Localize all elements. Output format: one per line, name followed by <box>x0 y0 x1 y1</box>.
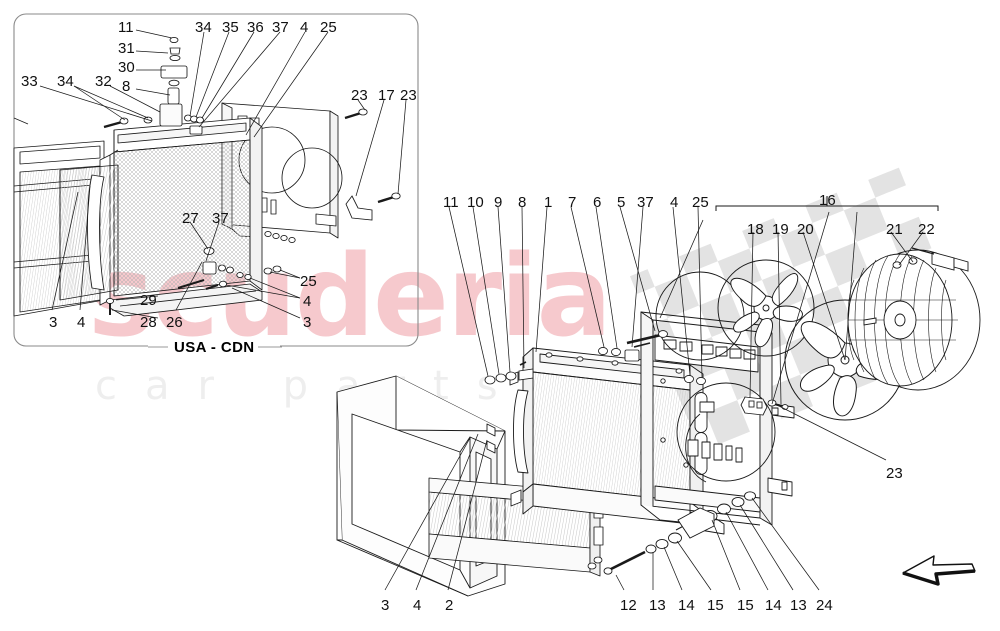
callout-main-10: 10 <box>467 194 484 211</box>
callout-11: 11 <box>118 19 134 36</box>
callout-main-5: 5 <box>617 194 626 211</box>
callout-main-37: 37 <box>637 194 654 211</box>
callout-main-22: 22 <box>918 221 935 238</box>
callout-main-7: 7 <box>568 194 577 211</box>
callout-34b: 34 <box>195 19 212 36</box>
callout-37a: 37 <box>272 19 289 36</box>
callout-main-3: 3 <box>381 597 390 614</box>
callout-main-6: 6 <box>593 194 602 211</box>
callout-main-4: 4 <box>670 194 679 211</box>
callout-32: 32 <box>95 73 112 90</box>
callout-main-2: 2 <box>445 597 454 614</box>
callout-3a: 3 <box>49 314 58 331</box>
callout-main-15b: 15 <box>737 597 754 614</box>
callout-main-8: 8 <box>518 194 527 211</box>
callout-main-23: 23 <box>886 465 903 482</box>
callout-main-18: 18 <box>747 221 764 238</box>
callout-8: 8 <box>122 78 131 95</box>
callout-23a: 23 <box>351 87 368 104</box>
callout-17: 17 <box>378 87 395 104</box>
callout-main-11: 11 <box>443 194 459 211</box>
callout-34a: 34 <box>57 73 74 90</box>
callout-main-16: 16 <box>819 192 836 209</box>
callout-4c: 4 <box>77 314 86 331</box>
inset-title-usa-cdn: USA - CDN <box>174 339 255 356</box>
callout-4a: 4 <box>300 19 309 36</box>
callout-37b: 37 <box>212 210 229 227</box>
callout-main-15: 15 <box>707 597 724 614</box>
callout-36: 36 <box>247 19 264 36</box>
callout-main-4b: 4 <box>413 597 422 614</box>
callout-26: 26 <box>166 314 183 331</box>
callout-4b: 4 <box>303 293 312 310</box>
callout-33: 33 <box>21 73 38 90</box>
callout-30: 30 <box>118 59 135 76</box>
callout-main-9: 9 <box>494 194 503 211</box>
callout-main-24: 24 <box>816 597 833 614</box>
callout-main-14b: 14 <box>765 597 782 614</box>
callout-main-25: 25 <box>692 194 709 211</box>
callout-main-21: 21 <box>886 221 903 238</box>
callout-3b: 3 <box>303 314 312 331</box>
callout-main-13: 13 <box>649 597 666 614</box>
callout-25b: 25 <box>300 273 317 290</box>
callout-main-20: 20 <box>797 221 814 238</box>
callout-31: 31 <box>118 40 135 57</box>
callout-25a: 25 <box>320 19 337 36</box>
callout-27: 27 <box>182 210 199 227</box>
callout-35: 35 <box>222 19 239 36</box>
callout-29: 29 <box>140 292 157 309</box>
callout-main-14: 14 <box>678 597 695 614</box>
callout-main-13b: 13 <box>790 597 807 614</box>
callout-main-12: 12 <box>620 597 637 614</box>
callout-23b: 23 <box>400 87 417 104</box>
callout-28: 28 <box>140 314 157 331</box>
callout-main-1: 1 <box>544 194 553 211</box>
callout-main-19: 19 <box>772 221 789 238</box>
